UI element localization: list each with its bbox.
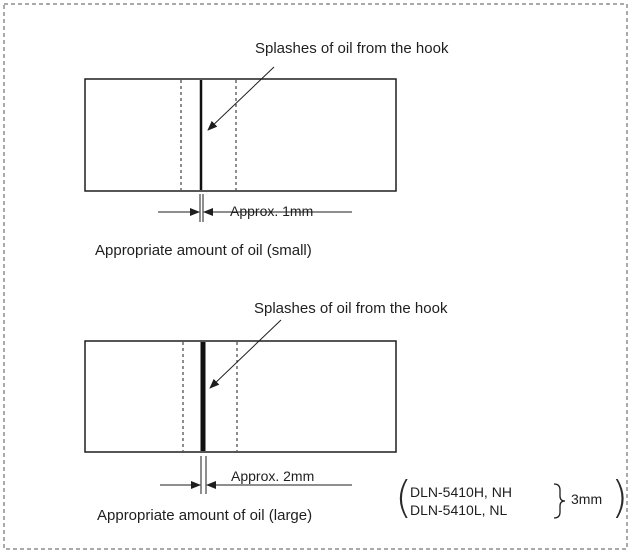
top-callout-arrow (207, 66, 275, 131)
bottom-paper-strip (84, 340, 397, 453)
top-dimension-label: Approx. 1mm (230, 203, 314, 219)
bottom-caption: Appropriate amount of oil (large) (97, 507, 313, 524)
models-right-paren: ) (611, 472, 629, 523)
top-callout-label: Splashes of oil from the hook (255, 40, 449, 57)
top-paper-strip (84, 78, 397, 192)
model-line-2: DLN-5410L, NL (410, 502, 508, 518)
bottom-diagram (84, 319, 397, 494)
model-line-1: DLN-5410H, NH (410, 484, 512, 500)
bottom-callout-label: Splashes of oil from the hook (254, 300, 448, 317)
models-value: 3mm (571, 491, 603, 507)
bottom-dimension-label: Approx. 2mm (231, 468, 315, 484)
models-left-paren: ( (395, 472, 413, 523)
outer-frame (3, 3, 628, 550)
bottom-callout-arrow (209, 319, 282, 389)
top-diagram (84, 66, 397, 222)
models-curly-brace (553, 483, 566, 519)
top-caption: Appropriate amount of oil (small) (95, 242, 312, 259)
